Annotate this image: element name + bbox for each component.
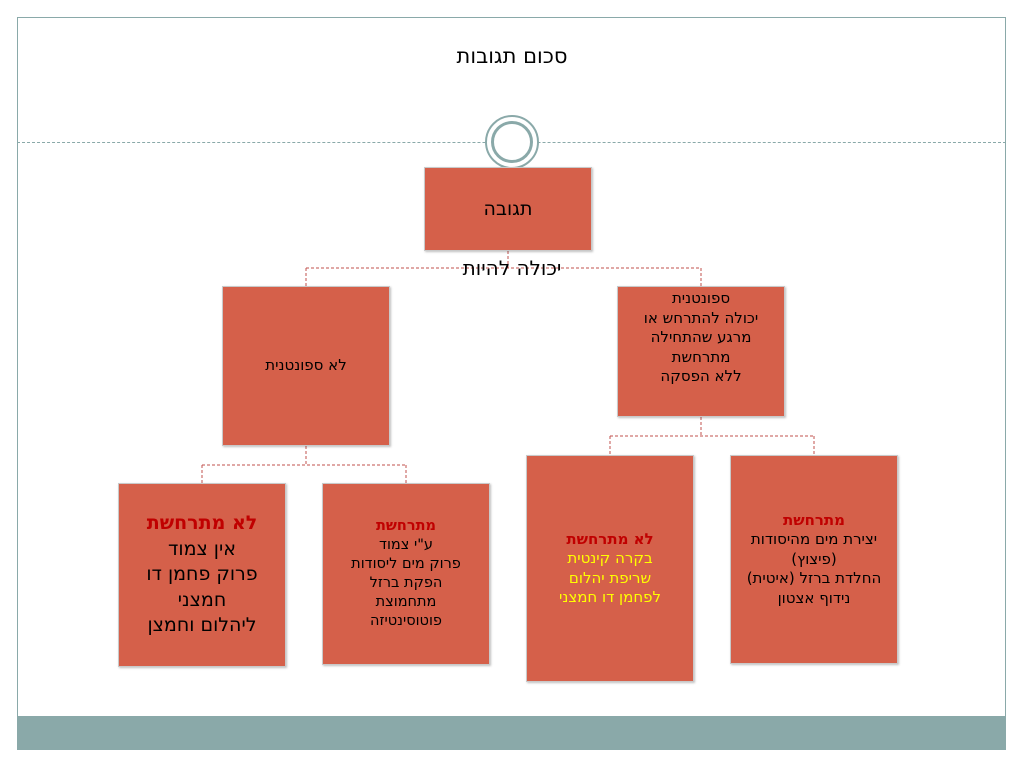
node-spont-occurs-line: (פיצוץ) (791, 549, 837, 568)
node-spont-not-occurs: לא מתרחשת בקרה קינטית שריפת יהלום לפחמן … (526, 455, 694, 682)
node-nonspont-not-occurs-line: פרוק פחמן דו (146, 563, 258, 586)
node-nonspont-not-occurs: לא מתרחשת אין צמוד פרוק פחמן דו חמצני לי… (118, 483, 286, 667)
node-nonspont-not-occurs-line: חמצני (177, 588, 227, 611)
node-nonspont-occurs-line: פוטוסינטיזה (370, 612, 442, 629)
node-spont-occurs-line: נידוף אצטון (777, 588, 851, 607)
node-non-spontaneous: לא ספונטנית (222, 286, 390, 446)
node-nonspont-not-occurs-line: ליהלום וחמצן (147, 614, 257, 637)
node-spont-occurs-line: יצירת מים מהיסודות (750, 530, 878, 549)
node-spont-not-occurs-line: לפחמן דו חמצני (558, 588, 662, 606)
node-spont-occurs-header: מתרחשת (782, 510, 846, 529)
slide-title: סכום תגובות (456, 44, 568, 68)
node-spont-not-occurs-header: לא מתרחשת (566, 529, 654, 548)
node-nonspont-occurs-line: פרוק מים ליסודות (351, 556, 461, 573)
node-spont-occurs-line: החלדת ברזל (איטית) (746, 569, 882, 588)
node-spont-not-occurs-line: שריפת יהלום (568, 568, 652, 587)
node-spont-not-occurs-line: בקרה קינטית (567, 549, 653, 567)
node-spontaneous-line: ספונטנית (671, 289, 731, 307)
node-spont-occurs: מתרחשת יצירת מים מהיסודות (פיצוץ) החלדת … (730, 455, 898, 664)
node-nonspont-not-occurs-line: אין צמוד (168, 537, 236, 560)
node-nonspont-occurs-line: ע"י צמוד (379, 537, 433, 554)
footer-bar (17, 716, 1006, 750)
node-non-spontaneous-label: לא ספונטנית (265, 356, 347, 375)
node-spontaneous-line: ללא הפסקה (660, 367, 742, 385)
node-nonspont-not-occurs-header: לא מתרחשת (146, 511, 258, 534)
node-nonspont-occurs: מתרחשת ע"י צמוד פרוק מים ליסודות הפקת בר… (322, 483, 490, 665)
node-nonspont-occurs-header: מתרחשת (376, 518, 436, 535)
node-spontaneous: ספונטנית יכולה להתרחש או מרגע שהתחילה מת… (617, 286, 785, 417)
node-spontaneous-line: יכולה להתרחש או (643, 308, 759, 327)
node-nonspont-occurs-line: מתחמוצת (375, 593, 437, 610)
node-reaction-label: תגובה (483, 197, 533, 220)
node-reaction: תגובה (424, 167, 592, 251)
edge-label-can-be: יכולה להיות (462, 256, 562, 280)
node-spontaneous-line: מרגע שהתחילה (650, 328, 752, 346)
node-nonspont-occurs-line: הפקת ברזל (369, 575, 443, 591)
node-spontaneous-line: מתרחשת (671, 347, 731, 366)
